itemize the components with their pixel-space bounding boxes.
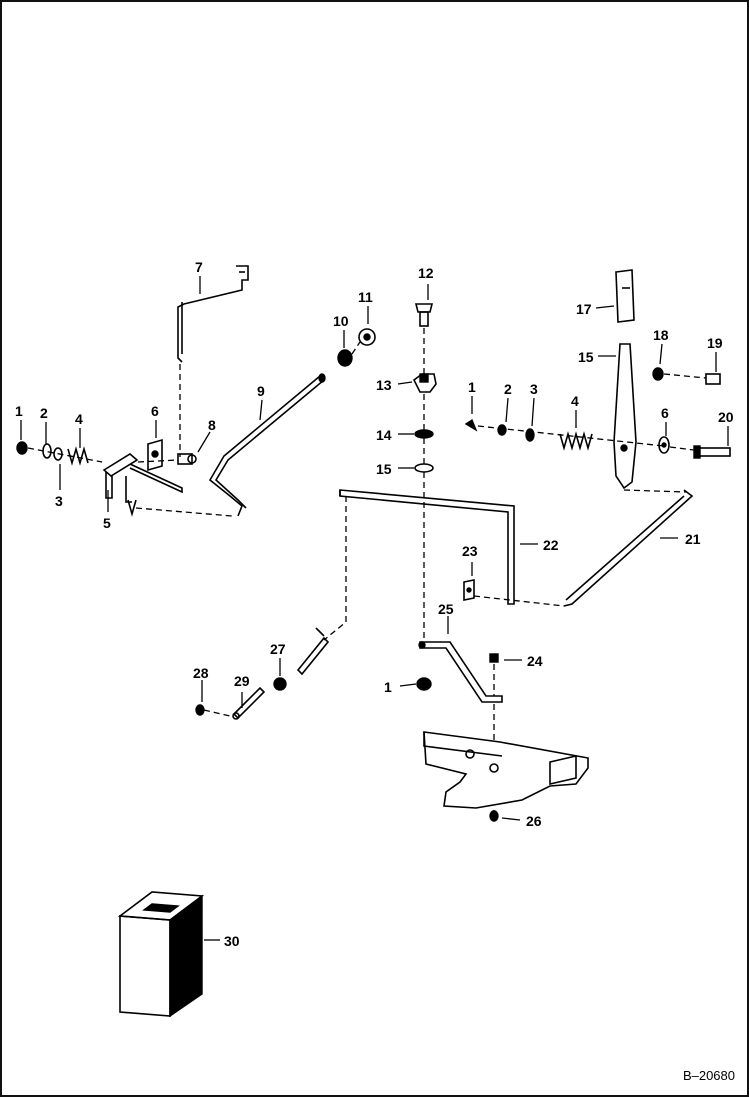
callout-27: 27 <box>270 641 286 657</box>
part-block-30 <box>117 891 205 1018</box>
callout-11: 11 <box>358 289 373 305</box>
callout-29: 29 <box>234 673 250 689</box>
part-nut-27 <box>273 677 287 691</box>
callout-6-right: 6 <box>661 405 669 421</box>
part-washer-6-right <box>658 436 670 454</box>
callout-4: 4 <box>75 411 83 427</box>
part-spring-4-right <box>559 431 593 451</box>
callout-28: 28 <box>193 665 209 681</box>
callout-2-right: 2 <box>504 381 512 397</box>
part-clip-28 <box>195 704 205 716</box>
callout-2: 2 <box>40 405 48 421</box>
part-linkage-rod <box>208 373 326 517</box>
part-cap-11 <box>358 328 376 346</box>
part-nut-18 <box>652 367 664 381</box>
callout-8: 8 <box>208 417 216 433</box>
part-nut-left <box>16 441 28 455</box>
callout-12: 12 <box>418 265 434 281</box>
centerline-10-11 <box>351 341 361 355</box>
callout-15-right: 15 <box>578 349 594 365</box>
callout-20: 20 <box>718 409 734 425</box>
centerline-21-upper <box>623 489 687 493</box>
callout-15: 15 <box>376 461 392 477</box>
part-bolt-24 <box>489 653 499 663</box>
part-bolt-left <box>177 453 197 465</box>
callout-5: 5 <box>103 515 111 531</box>
callout-1: 1 <box>15 403 23 419</box>
part-floor-plate <box>423 731 589 809</box>
part-control-rod-upper <box>177 265 249 363</box>
part-bolt-19 <box>705 373 721 385</box>
part-spacer-3-right <box>525 428 535 442</box>
part-bolt-12 <box>414 303 434 327</box>
part-handle-17 <box>615 269 635 323</box>
drawing-number: B–20680 <box>682 1068 735 1083</box>
centerline-left-hardware <box>27 447 103 463</box>
part-pedal-bracket <box>102 453 183 517</box>
callout-14: 14 <box>376 427 392 443</box>
callout-10: 10 <box>333 313 349 329</box>
centerline-28-29 <box>203 709 231 717</box>
centerline-right-hardware <box>477 425 665 447</box>
callout-4-right: 4 <box>571 393 579 409</box>
part-frame-22 <box>339 489 515 605</box>
callout-18: 18 <box>653 327 669 343</box>
centerline-18-19 <box>663 373 707 379</box>
callout-25: 25 <box>438 601 454 617</box>
part-washer-left <box>42 443 52 459</box>
callout-13: 13 <box>376 377 392 393</box>
callout-3: 3 <box>55 493 63 509</box>
part-plate-left <box>147 438 163 472</box>
callout-24: 24 <box>527 653 543 669</box>
callout-leaders <box>20 276 729 941</box>
centerline-left-bolt <box>137 459 179 463</box>
part-washer-2-right <box>497 424 507 436</box>
part-nut-1-lower <box>416 677 432 691</box>
part-pin-29 <box>232 686 266 720</box>
part-washer-15-center <box>414 463 434 473</box>
callout-30: 30 <box>224 933 240 949</box>
part-lever-25 <box>418 641 503 703</box>
callout-labels: 1 2 3 4 5 6 7 8 9 10 11 12 13 14 15 1 2 … <box>15 259 734 949</box>
part-rod-21 <box>563 489 694 607</box>
centerline-6-20 <box>669 446 695 451</box>
callout-1-lower: 1 <box>384 679 392 695</box>
centerline-frame-left <box>323 496 347 641</box>
centerline-linkage-lower <box>135 507 233 517</box>
part-nut-1-right <box>464 418 478 432</box>
callout-7: 7 <box>195 259 203 275</box>
part-bolt-20 <box>693 445 731 459</box>
callout-19: 19 <box>707 335 723 351</box>
callout-22: 22 <box>543 537 559 553</box>
callout-23: 23 <box>462 543 478 559</box>
callout-17: 17 <box>576 301 592 317</box>
part-lever-16 <box>613 343 637 490</box>
callout-26: 26 <box>526 813 542 829</box>
callout-9: 9 <box>257 383 265 399</box>
part-spring-left <box>67 446 89 466</box>
part-rod-27 <box>296 627 330 676</box>
part-washer-14 <box>414 429 434 439</box>
centerline-21-lower <box>473 595 565 607</box>
part-pivot-13 <box>412 373 437 393</box>
part-nut-10 <box>337 349 353 367</box>
part-bushing-23 <box>463 579 475 601</box>
callout-3-right: 3 <box>530 381 538 397</box>
callout-6: 6 <box>151 403 159 419</box>
callout-21: 21 <box>685 531 701 547</box>
part-nut-26 <box>489 810 499 822</box>
callout-1-right: 1 <box>468 379 476 395</box>
